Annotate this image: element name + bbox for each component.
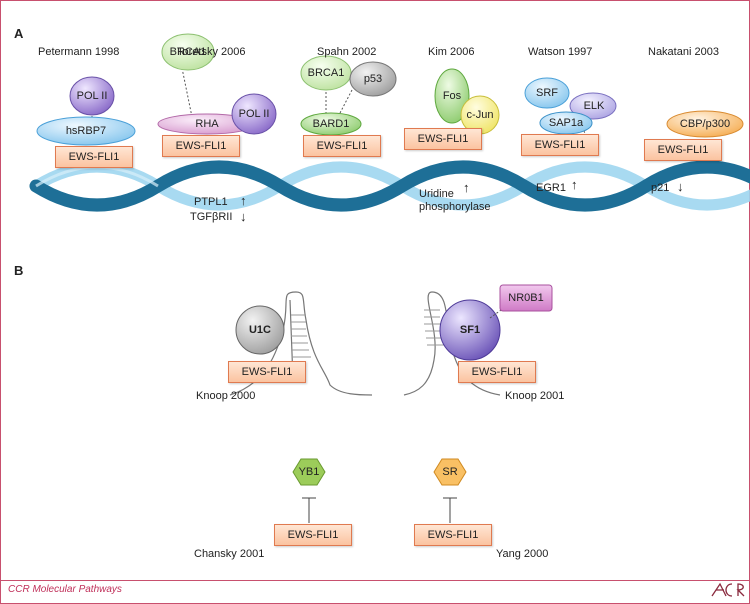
u1c-blob <box>235 305 285 355</box>
elk-label: ELK <box>583 100 605 112</box>
bard1-label: BARD1 <box>312 118 350 130</box>
citation-toretsky: Toretsky 2006 <box>177 46 246 58</box>
sap1a-label: SAP1a <box>548 117 584 129</box>
nr0b1-box <box>499 284 553 312</box>
fos-blob <box>434 68 470 124</box>
target-egr1: EGR1 <box>536 182 566 194</box>
hsrbp7-blob <box>36 116 136 146</box>
ews-fli1-box-yb1: EWS-FLI1 <box>274 524 352 546</box>
footer-divider <box>0 580 750 581</box>
cbp-label: CBP/p300 <box>679 118 731 130</box>
stem-rungs <box>291 309 444 358</box>
yb1-label: YB1 <box>298 466 320 478</box>
p53-blob <box>349 61 397 97</box>
target-uridine-line1: Uridine <box>419 188 454 200</box>
citation-spahn: Spahn 2002 <box>317 46 377 58</box>
citation-petermann: Petermann 1998 <box>38 46 120 58</box>
citation-knoop-2000: Knoop 2000 <box>196 390 256 402</box>
footer-journal-name: CCR Molecular Pathways <box>8 584 122 595</box>
up-arrow-ptpl1: ↑ <box>240 193 247 208</box>
aacr-logo <box>711 582 745 597</box>
ews-fli1-box-2: EWS-FLI1 <box>162 135 240 157</box>
srf-blob <box>524 77 570 109</box>
down-arrow-p21: ↓ <box>677 179 684 194</box>
u1c-label: U1C <box>248 324 271 336</box>
section-a-label: A <box>14 26 24 41</box>
pol2-label-2: POL II <box>238 108 270 120</box>
brca1-blob-1 <box>161 33 215 71</box>
target-ptpl1: PTPL1 <box>194 196 228 208</box>
ews-fli1-box-sr: EWS-FLI1 <box>414 524 492 546</box>
pol2-blob-1 <box>69 76 115 116</box>
citation-chansky: Chansky 2001 <box>194 548 265 560</box>
ews-fli1-box-sf1: EWS-FLI1 <box>458 361 536 383</box>
dna-helix <box>29 160 750 212</box>
target-p21: p21 <box>651 182 670 194</box>
ews-fli1-box-3: EWS-FLI1 <box>303 135 381 157</box>
brca1-label-1: BRCA1 <box>169 46 207 58</box>
sf1-blob <box>439 299 501 361</box>
citation-knoop-2001: Knoop 2001 <box>505 390 565 402</box>
down-arrow-tgfbr2: ↓ <box>240 209 247 224</box>
citation-yang: Yang 2000 <box>496 548 549 560</box>
rha-label: RHA <box>195 118 219 130</box>
section-b-label: B <box>14 263 24 278</box>
ews-fli1-box-4: EWS-FLI1 <box>404 128 482 150</box>
cjun-label: c-Jun <box>466 109 494 121</box>
elk-blob <box>569 92 617 120</box>
target-uridine-line2: phosphorylase <box>419 201 491 213</box>
fos-label: Fos <box>442 90 462 102</box>
inhibition-lines <box>302 497 457 523</box>
yb1-hexagon <box>292 458 326 486</box>
citation-watson: Watson 1997 <box>528 46 593 58</box>
pol2-blob-2 <box>231 93 277 135</box>
ews-fli1-box-1: EWS-FLI1 <box>55 146 133 168</box>
citation-nakatani: Nakatani 2003 <box>648 46 719 58</box>
target-tgfbr2: TGFβRII <box>190 211 233 223</box>
hsrbp7-label: hsRBP7 <box>65 125 107 137</box>
p53-label: p53 <box>363 73 383 85</box>
pol2-label-1: POL II <box>76 90 108 102</box>
ews-fli1-box-5: EWS-FLI1 <box>521 134 599 156</box>
cbp-blob <box>666 110 744 138</box>
brca1-label-2: BRCA1 <box>307 67 345 79</box>
citation-kim: Kim 2006 <box>428 46 475 58</box>
sf1-label: SF1 <box>459 324 481 336</box>
up-arrow-uridine: ↑ <box>463 180 470 195</box>
up-arrow-egr1: ↑ <box>571 177 578 192</box>
sr-label: SR <box>442 466 458 478</box>
sr-hexagon <box>433 458 467 486</box>
ews-fli1-box-u1c: EWS-FLI1 <box>228 361 306 383</box>
srf-label: SRF <box>536 87 558 99</box>
ews-fli1-box-6: EWS-FLI1 <box>644 139 722 161</box>
nr0b1-label: NR0B1 <box>508 292 544 304</box>
